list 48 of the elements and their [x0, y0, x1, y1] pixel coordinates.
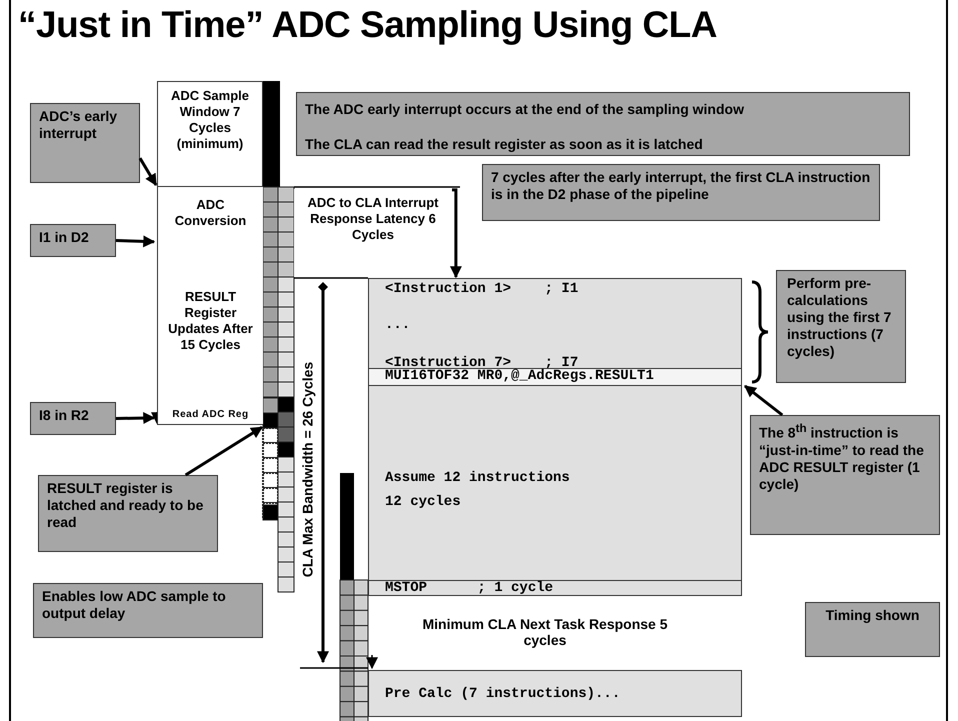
- instruction-row: [368, 368, 742, 386]
- callout-text: I1 in D2: [39, 229, 90, 246]
- callout-box: [296, 92, 910, 156]
- callout-text: Timing shown: [824, 607, 920, 624]
- callout-box: [776, 270, 906, 383]
- slide-title: “Just in Time” ADC Sampling Using CLA: [18, 4, 717, 46]
- instruction-block: [368, 278, 742, 368]
- instruction-block: [368, 670, 742, 717]
- arrow: [184, 426, 264, 476]
- note-text: Minimum CLA Next Task Response 5 cycles: [421, 616, 669, 648]
- code-line: <Instruction 1> ; I1: [385, 281, 580, 297]
- callout-box: [30, 103, 140, 183]
- callout-text: I8 in R2: [39, 407, 90, 424]
- callout-box: [38, 475, 218, 552]
- box-text: ADC Sample Window 7 Cycles (minimum): [170, 88, 250, 152]
- arrow: [116, 235, 156, 248]
- callout-text: RESULT register is latched and ready to be read: [47, 480, 204, 531]
- box-text: Read ADC Reg: [171, 408, 250, 422]
- arrow: [744, 384, 784, 416]
- callout-box: [805, 602, 940, 657]
- box-text: ADC to CLA Interrupt Response Latency 6 Cycles: [306, 195, 440, 243]
- arrow: [450, 188, 462, 278]
- code-line: MSTOP ; 1 cycle: [385, 581, 554, 596]
- conversion-box: [157, 187, 263, 425]
- callout-box: [482, 164, 880, 221]
- code-line: ...: [385, 317, 412, 333]
- callout-text: ADC’s early interrupt: [39, 108, 118, 142]
- callout-box: [30, 224, 116, 257]
- arrow: [116, 412, 156, 424]
- callout-box: [750, 415, 940, 535]
- instruction-row: [368, 580, 742, 596]
- code-line: MUI16TOF32 MR0,@_AdcRegs.RESULT1: [385, 369, 655, 384]
- code-line: Assume 12 instructions 12 cycles: [385, 469, 571, 512]
- callout-text: The 8$^{th}$ instruction is “just-in-time” to read the ADC RESULT register (1 cycle): [759, 421, 925, 493]
- arrow: [138, 157, 158, 186]
- callout-text: 7 cycles after the early interrupt, the first CLA instruction is in the D2 phase of the pipeline: [491, 169, 871, 203]
- callout-text: The CLA can read the result register as soon as it is latched: [305, 136, 704, 153]
- callout-text: Enables low ADC sample to output delay: [42, 588, 227, 622]
- callout-box: [30, 402, 116, 435]
- sample-window-box: [157, 81, 263, 187]
- callout-box: [33, 583, 263, 638]
- instruction-block: [368, 386, 742, 580]
- register-cell: [262, 412, 278, 428]
- code-line: Pre Calc (7 instructions)...: [385, 685, 622, 703]
- box-text: ADC Conversion: [174, 197, 248, 229]
- box-text: RESULT Register Updates After 15 Cycles: [167, 289, 254, 353]
- callout-text: Perform pre-calculations using the first 7 instructions (7 cycles): [787, 275, 892, 360]
- callout-text: The ADC early interrupt occurs at the end of the sampling window: [305, 101, 745, 118]
